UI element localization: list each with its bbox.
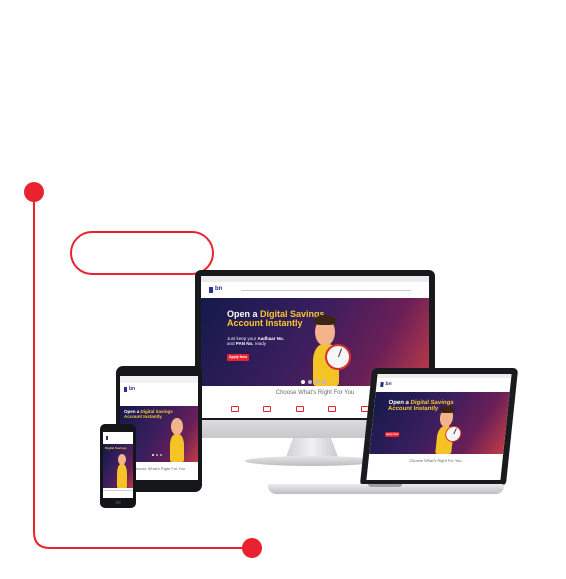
phone: Digital Savings [100, 424, 136, 508]
timeline-end-dot [242, 538, 262, 558]
hero-line1: Open a [227, 309, 258, 319]
phone-footer [103, 490, 133, 491]
carousel-dots[interactable] [301, 380, 326, 384]
laptop: bn Open a Digital Savings Account Instan… [268, 368, 519, 500]
nav-strip [241, 290, 411, 291]
hero-line1-highlight: Digital Savings [260, 309, 325, 319]
product-icon [328, 406, 337, 412]
monitor-screen: bn Open a Digital Savings Account Instan… [201, 276, 429, 418]
choose-heading: Choose What's Right For You [275, 390, 355, 396]
mascot-head [315, 318, 335, 346]
monitor-stand-base [245, 456, 379, 466]
hero-subtext: Just keep your Aadhaar No. and PAN No. r… [227, 336, 285, 346]
phone-screen: Digital Savings [103, 432, 133, 498]
mascot-body [117, 464, 127, 488]
outline-pill [70, 231, 214, 275]
product-icon [263, 406, 272, 412]
hero-headline: Digital Savings [105, 446, 127, 450]
product-icon [295, 406, 304, 412]
mascot-hair [314, 315, 336, 325]
brand-logo-icon [106, 436, 108, 440]
mascot-head [118, 454, 126, 465]
product-icons[interactable] [231, 406, 401, 412]
laptop-base [268, 484, 504, 494]
hero-headline: Open a Digital Savings Account Instantly [227, 309, 325, 329]
brand-logo: bn [215, 286, 223, 292]
mascot-body [170, 434, 184, 462]
brand-logo-icon [209, 287, 213, 293]
brand-logo: bn [129, 386, 136, 392]
choose-heading: Choose What's Right For You [132, 466, 186, 471]
apply-now-button[interactable]: Apply Now [384, 432, 400, 437]
timeline-line [33, 192, 252, 549]
stopwatch-icon [325, 344, 351, 370]
laptop-screen: bn Open a Digital Savings Account Instan… [366, 374, 512, 480]
phone-home-button [115, 501, 121, 504]
browser-bar [201, 276, 429, 282]
hero-line2: Account Instantly [227, 318, 303, 329]
choose-heading: Choose What's Right For You [409, 458, 462, 463]
monitor: bn Open a Digital Savings Account Instan… [195, 270, 435, 480]
carousel-dots[interactable] [152, 454, 162, 456]
timeline-start-dot [24, 182, 44, 202]
brand-logo: bn [385, 381, 392, 387]
hero-banner: Digital Savings [103, 444, 133, 488]
mascot-head [171, 418, 183, 435]
browser-bar [377, 374, 512, 378]
site-header: bn [201, 282, 429, 298]
product-icon [231, 406, 239, 412]
hero-headline: Open a Digital Savings Account Instantly [124, 409, 173, 419]
apply-now-button[interactable]: Apply Now [227, 354, 249, 361]
mascot-hair [439, 406, 456, 413]
browser-bar [120, 376, 198, 383]
brand-logo-icon [124, 387, 127, 392]
laptop-notch [368, 484, 402, 487]
stopwatch-icon [444, 426, 463, 442]
brand-logo-icon [380, 382, 384, 387]
hero-banner: Open a Digital Savings Account Instantly… [369, 392, 510, 454]
